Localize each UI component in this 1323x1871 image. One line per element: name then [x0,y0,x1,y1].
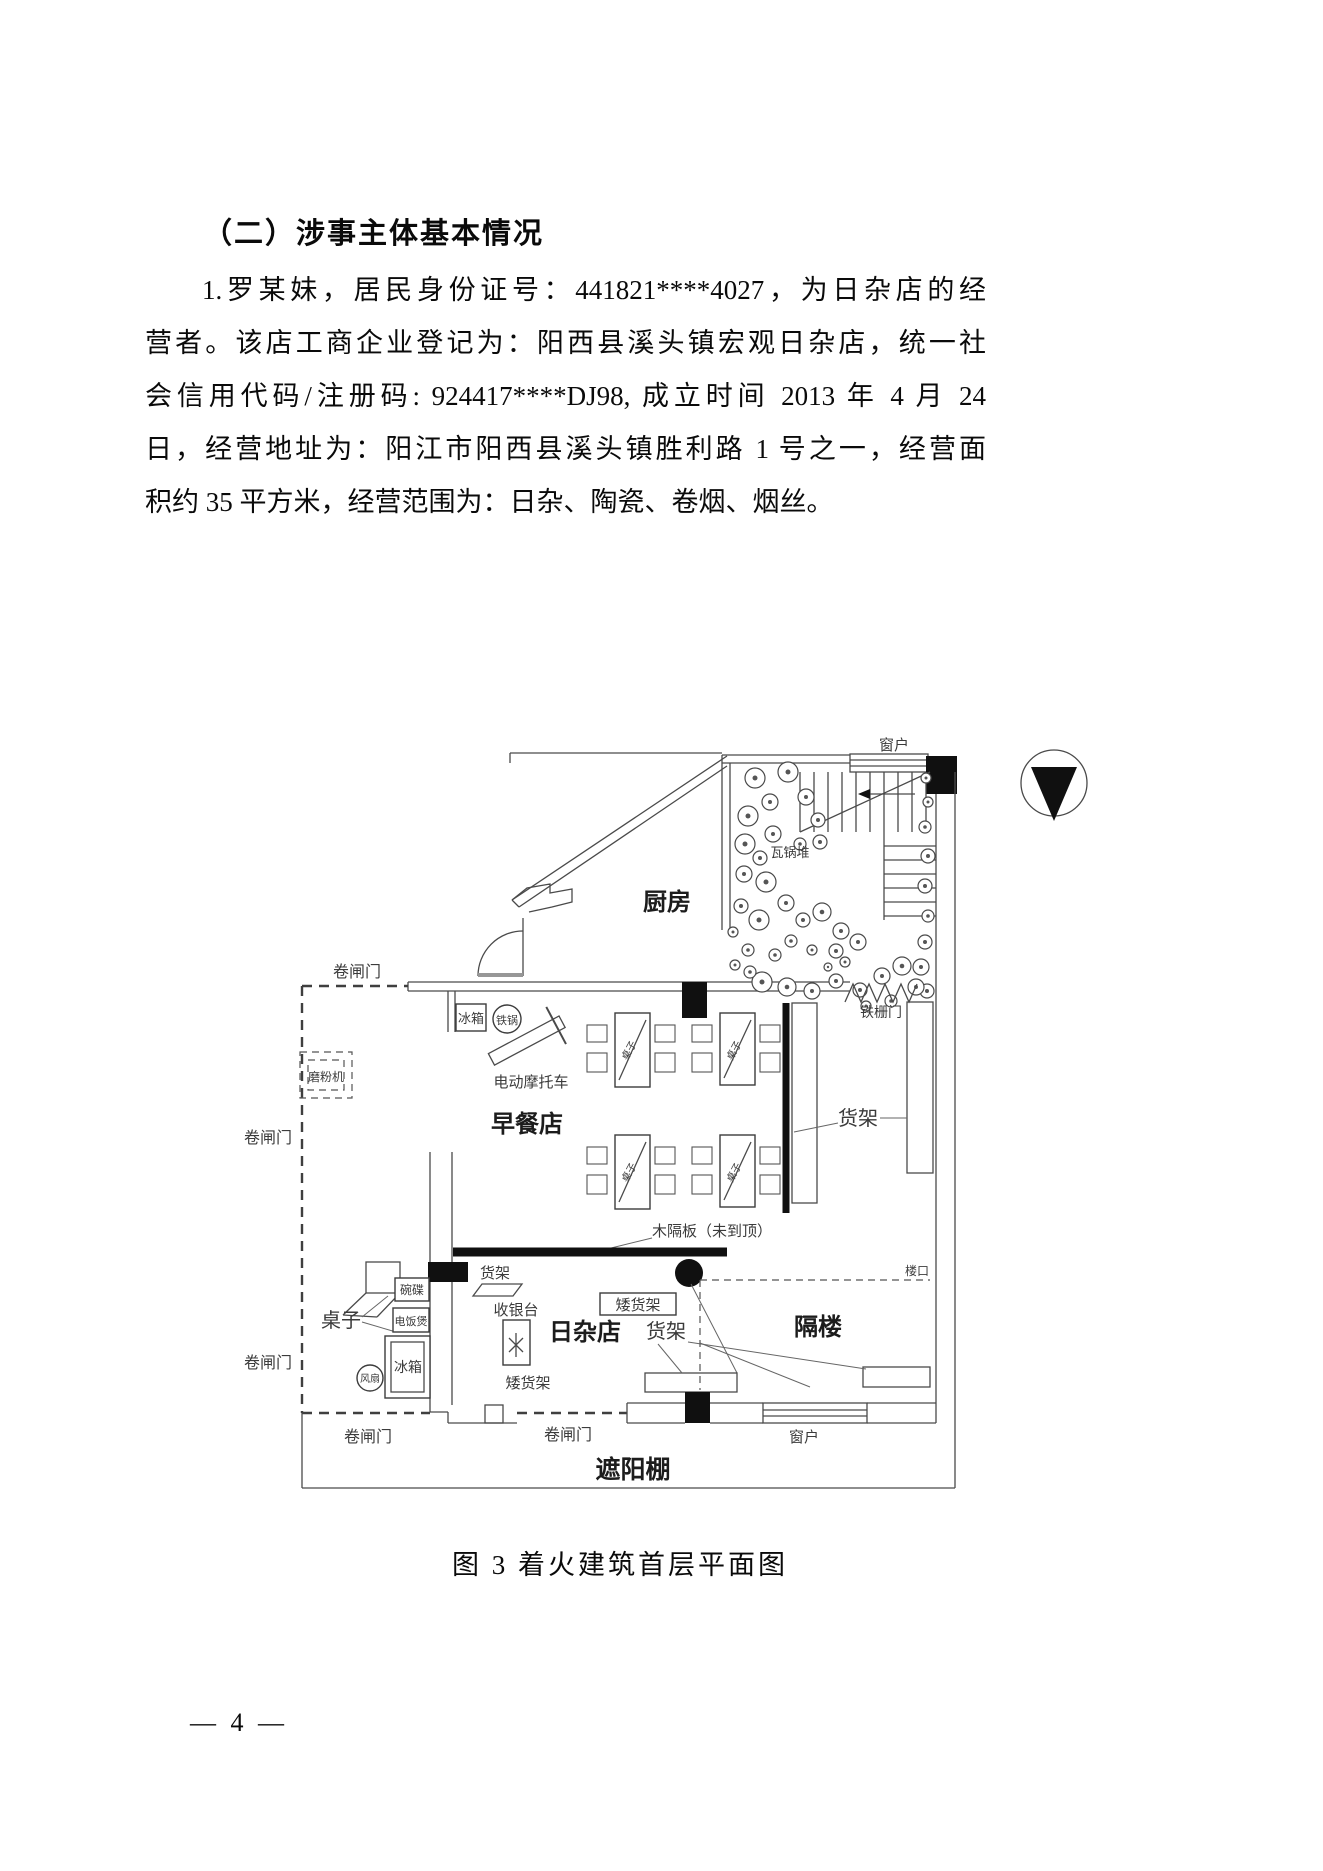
window-bottom-label: 窗户 [789,1428,819,1446]
low-shelf-label: 矮货架 [505,1375,550,1392]
bottom-wall [626,1402,936,1424]
fridge-bottom-label: 冰箱 [394,1360,422,1376]
motorcycle-label: 电动摩托车 [493,1073,568,1091]
shelf-label: 货架 [480,1265,510,1282]
mezzanine-label: 隔楼 [794,1314,842,1341]
grinder [299,1051,353,1099]
table-label: 桌子 [321,1309,361,1332]
pot-pile-label: 瓦锅堆 [770,845,809,860]
mezzanine-outline [699,1279,930,1390]
fridge-top-label: 冰箱 [458,1011,484,1026]
paragraph-line: 日，经营地址为：阳江市阳西县溪头镇胜利路 1 号之一，经营面 [145,434,986,464]
sunshade-outline [301,1413,956,1489]
rice-cooker-label: 电饭煲 [395,1315,428,1328]
shelf-label: 货架 [838,1107,878,1130]
table-cluster [586,1012,676,1088]
floorplan-figure: 窗户 瓦锅堆 厨房 卷闸门 冰箱 铁锅 铁栅门 磨粉机 电动摩托车 早餐店 卷闸… [244,736,1088,1489]
fridge-top [455,1003,487,1032]
roller-door-label: 卷闸门 [244,1129,292,1147]
fan-label: 风扇 [360,1372,380,1385]
figure-caption: 图 3 着火建筑首层平面图 [452,1550,788,1580]
roller-door-label: 卷闸门 [544,1426,592,1444]
stair-opening-label: 楼口 [905,1263,929,1278]
grocery-left-wall [428,1152,517,1424]
table-cluster [586,1134,676,1210]
courtyard-boundary [300,984,627,1415]
low-shelf-label: 矮货架 [615,1297,660,1314]
wall-block [685,1392,710,1423]
table-cluster [691,1134,781,1208]
electric-motorcycle [487,1006,567,1066]
column [675,1259,703,1287]
shelf-rect [906,1001,934,1174]
paragraph-line: 会信用代码/注册码: 924417****DJ98, 成立时间 2013 年 4… [145,381,986,411]
dishes-label: 碗碟 [400,1282,424,1297]
shelf-slanted [471,1283,524,1297]
window-bottom [762,1402,868,1424]
kitchen-label: 厨房 [643,888,691,916]
section-heading: （二）涉事主体基本情况 [203,218,545,250]
cashier-label: 收银台 [493,1302,538,1319]
iron-pot [492,1004,522,1034]
iron-grille-door [844,982,918,1004]
shelf-rect [791,1002,818,1204]
shelf-rect [862,1366,931,1388]
pot-pile [727,761,936,1012]
paragraph-line: 1.罗某妹，居民身份证号：441821****4027，为日杂店的经 [202,275,986,305]
north-arrow-icon [1020,749,1088,821]
window-top-label: 窗户 [879,736,909,754]
grinder-label: 磨粉机 [308,1070,344,1084]
wood-partition-label: 木隔板（未到顶） [652,1222,772,1240]
shelf-rect [644,1372,738,1393]
roller-door-label: 卷闸门 [244,1354,292,1372]
body-paragraph: 1.罗某妹，居民身份证号：441821****4027，为日杂店的经 营者。该店… [145,264,986,529]
fridge-bottom [384,1335,431,1399]
table-cluster [691,1012,781,1086]
building-walls [407,752,957,1423]
shelf-label: 货架 [646,1320,686,1343]
door-swing [477,918,524,977]
rice-cooker-box [392,1307,430,1333]
roller-door-label: 卷闸门 [333,963,381,981]
window-top [849,753,929,773]
page-number: — 4 — [190,1708,288,1737]
paragraph-line: 营者。该店工商企业登记为：阳西县溪头镇宏观日杂店，统一社 [145,328,986,358]
fan [356,1364,384,1392]
cash-register [502,1319,531,1366]
roller-door-label: 卷闸门 [344,1428,392,1446]
iron-pot-label: 铁锅 [496,1014,518,1027]
dishes-box [394,1277,430,1302]
iron-grille-door-label: 铁栅门 [860,1005,902,1021]
low-shelf-box [599,1292,677,1316]
grocery-shop-label: 日杂店 [549,1319,621,1346]
sunshade-label: 遮阳棚 [595,1455,670,1484]
breakfast-shop-label: 早餐店 [491,1111,563,1138]
paragraph-line: 积约 35 平方米，经营范围为：日杂、陶瓷、卷烟、烟丝。 [145,487,834,517]
